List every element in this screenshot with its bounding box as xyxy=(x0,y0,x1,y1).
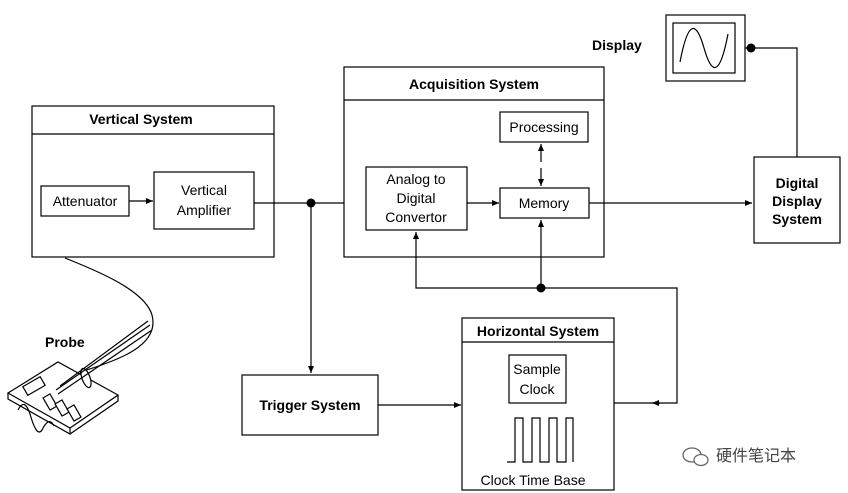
trigger-system-label: Trigger System xyxy=(259,397,360,413)
clock-time-base-label: Clock Time Base xyxy=(480,472,585,488)
vertical-system-title: Vertical System xyxy=(89,111,193,127)
memory-label: Memory xyxy=(519,195,570,211)
sample-clock-line1: Sample xyxy=(513,361,561,377)
horizontal-system-title: Horizontal System xyxy=(477,323,599,339)
horizontal-output-wire xyxy=(541,287,678,404)
wechat-logo-icon xyxy=(682,447,709,467)
clock-square-wave xyxy=(507,417,574,463)
probe-illustration xyxy=(6,320,153,435)
processing-label: Processing xyxy=(509,119,578,135)
adc-line1: Analog to xyxy=(386,171,445,187)
display-to-dds-wire xyxy=(745,47,798,157)
clock-to-adc-arrow xyxy=(413,232,541,289)
probe-label: Probe xyxy=(45,334,85,350)
dds-line2: Display xyxy=(772,193,822,209)
watermark-text: 硬件笔记本 xyxy=(716,446,796,465)
adc-line3: Convertor xyxy=(385,209,447,225)
trigger-system-box xyxy=(241,374,379,436)
dds-line3: System xyxy=(772,211,822,227)
display-label: Display xyxy=(592,37,642,53)
vertical-amplifier-line1: Vertical xyxy=(181,182,227,198)
adc-box xyxy=(365,166,468,231)
acquisition-system-title: Acquisition System xyxy=(409,76,539,92)
display-monitor xyxy=(665,14,746,82)
adc-line2: Digital xyxy=(397,190,436,206)
sample-clock-box xyxy=(508,354,567,404)
processing-box xyxy=(499,111,589,143)
sample-clock-line2: Clock xyxy=(519,381,555,397)
vertical-amplifier-line2: Amplifier xyxy=(177,202,232,218)
vertical-amplifier-box xyxy=(153,171,255,230)
dds-line1: Digital xyxy=(776,175,819,191)
memory-box xyxy=(499,187,590,219)
probe-cable xyxy=(64,257,154,373)
horizontal-system-panel xyxy=(461,317,615,491)
attenuator-box xyxy=(40,185,130,217)
digital-display-system-box xyxy=(753,156,841,244)
attenuator-label: Attenuator xyxy=(53,193,118,209)
